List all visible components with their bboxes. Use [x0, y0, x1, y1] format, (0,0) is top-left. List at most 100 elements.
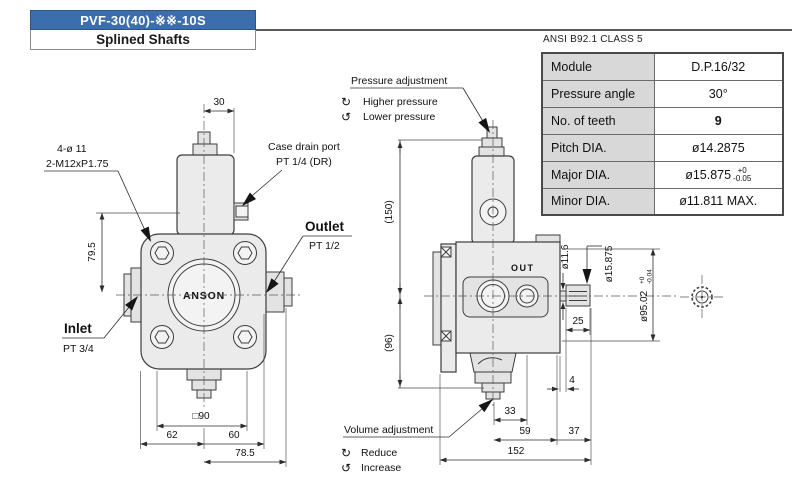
pressure-adjustment-label: Pressure adjustment	[351, 75, 447, 87]
dim-25-text: 25	[572, 316, 584, 327]
dim-59-37: 59 37	[493, 308, 592, 465]
leader-arrow	[125, 296, 138, 311]
dim-95-02: ø95.02 +0 -0.04	[562, 248, 660, 342]
model-number: PVF-30(40)-※※-10S	[30, 10, 256, 30]
case-drain-text-2: PT 1/4 (DR)	[276, 156, 332, 168]
cw-rotation-icon: ↻	[341, 95, 351, 109]
header-rule	[256, 29, 792, 31]
outlet-boss	[264, 271, 293, 313]
dim-33-text: 33	[504, 406, 516, 417]
tolerance-minus: -0.05	[733, 173, 752, 183]
table-row: Minor DIA. ø11.811 MAX.	[541, 187, 784, 216]
spline-spec-table: Module D.P.16/32 Pressure angle 30° No. …	[541, 52, 784, 216]
ccw-rotation-icon: ↺	[341, 110, 351, 124]
spec-label: Module	[541, 52, 655, 81]
dim-11-6: ø11.6	[560, 244, 571, 320]
dim-152: 152	[439, 374, 592, 465]
spec-value: ø11.811 MAX.	[653, 187, 784, 216]
dim-60-text: 60	[228, 430, 240, 441]
dim-62-60: 62 60	[140, 314, 265, 449]
spec-label: Minor DIA.	[541, 187, 655, 216]
spec-label: Major DIA.	[541, 160, 655, 189]
spec-value-with-tolerance: ø15.875 +0-0.05	[653, 160, 784, 189]
rotation-mark	[477, 357, 503, 365]
dim-95-02-tol-plus: +0	[639, 276, 646, 284]
ansi-standard-caption: ANSI B92.1 CLASS 5	[543, 34, 643, 45]
bolt-holes	[150, 241, 257, 349]
leader-arrow	[478, 399, 493, 413]
dim-79-5: 79.5	[87, 212, 180, 293]
dim-37-text: 37	[568, 426, 580, 437]
dim-152-text: 152	[508, 446, 525, 457]
dim-4-text: 4	[569, 375, 575, 386]
dim-33: 33	[493, 355, 528, 425]
dim-15-875-text: ø15.875	[604, 245, 615, 282]
cover-screws	[440, 246, 452, 342]
increase-label: Increase	[361, 462, 401, 474]
lower-pressure-label: Lower pressure	[363, 111, 436, 123]
dim-79-5-text: 79.5	[87, 242, 98, 262]
table-row: Module D.P.16/32	[541, 52, 784, 81]
out-port-marking: OUT	[511, 263, 535, 273]
bolt-callout: 4-ø 11 2-M12xP1.75	[44, 143, 151, 242]
dim-95-02-text: ø95.02	[639, 290, 650, 322]
dim-4: 4	[547, 356, 579, 392]
higher-pressure-label: Higher pressure	[363, 96, 438, 108]
dim-square-90: □90	[156, 371, 248, 431]
dim-25: 25	[565, 308, 591, 392]
front-view-drawing: ANSON 30 79.5 4-ø 11 2-M12xP1.75	[44, 97, 352, 467]
case-drain-text-1: Case drain port	[268, 141, 340, 153]
dim-59-text: 59	[519, 426, 531, 437]
volume-adjustment-callout: Volume adjustment ↻ Reduce ↺ Increase	[341, 399, 493, 475]
dim-96-text: (96)	[384, 334, 395, 352]
dim-square-90-text: □90	[192, 411, 210, 422]
outlet-port-size: PT 1/2	[309, 240, 340, 252]
inlet-label: Inlet	[64, 321, 92, 336]
anson-logo: ANSON	[183, 290, 225, 302]
spec-value: 30°	[653, 79, 784, 108]
dim-150-text: (150)	[384, 200, 395, 223]
spec-value: ø14.2875	[653, 133, 784, 162]
leader-arrow	[582, 269, 592, 284]
dim-62-text: 62	[166, 430, 178, 441]
splined-shaft	[559, 284, 591, 307]
dim-30-text: 30	[213, 97, 225, 108]
side-view-drawing: OUT (150) (96) Pressure adjustment	[341, 75, 724, 475]
pressure-screw-side	[478, 126, 505, 158]
outlet-callout: Outlet PT 1/2	[266, 219, 352, 293]
cw-rotation-icon: ↻	[341, 446, 351, 460]
leader-arrow	[266, 278, 279, 293]
spec-value: 9	[653, 106, 784, 135]
dim-95-02-tol-minus: -0.04	[647, 269, 654, 284]
rear-cover-plate	[432, 251, 442, 346]
port-face	[462, 276, 549, 318]
tolerance-plus: +0	[737, 165, 747, 175]
leader-arrow	[478, 117, 490, 133]
outlet-label: Outlet	[305, 219, 345, 234]
spec-label: No. of teeth	[541, 106, 655, 135]
ccw-rotation-icon: ↺	[341, 461, 351, 475]
leader-arrow	[140, 226, 151, 242]
reduce-label: Reduce	[361, 447, 397, 459]
volume-adjustment-label: Volume adjustment	[344, 424, 433, 436]
dim-78-5: 78.5	[203, 308, 287, 467]
pressure-adjustment-callout: Pressure adjustment ↻ Higher pressure ↺ …	[341, 75, 490, 133]
table-row: Pressure angle 30°	[541, 79, 784, 108]
table-row: Pitch DIA. ø14.2875	[541, 133, 784, 162]
dim-150-96: (150) (96)	[384, 139, 484, 389]
pressure-screw-front	[192, 131, 218, 158]
table-row: No. of teeth 9	[541, 106, 784, 135]
dim-11-6-text: ø11.6	[560, 244, 571, 269]
leader-arrow	[242, 192, 257, 206]
inlet-port-size: PT 3/4	[63, 343, 94, 355]
case-drain-callout: Case drain port PT 1/4 (DR)	[242, 141, 340, 206]
dim-78-5-text: 78.5	[235, 448, 255, 459]
spec-value: D.P.16/32	[653, 52, 784, 81]
spec-value: ø15.875	[685, 167, 732, 182]
rear-flange	[440, 243, 457, 373]
page-title: Splined Shafts	[30, 30, 256, 50]
dim-15-875: ø15.875	[582, 245, 615, 284]
case-drain-boss	[233, 202, 249, 221]
